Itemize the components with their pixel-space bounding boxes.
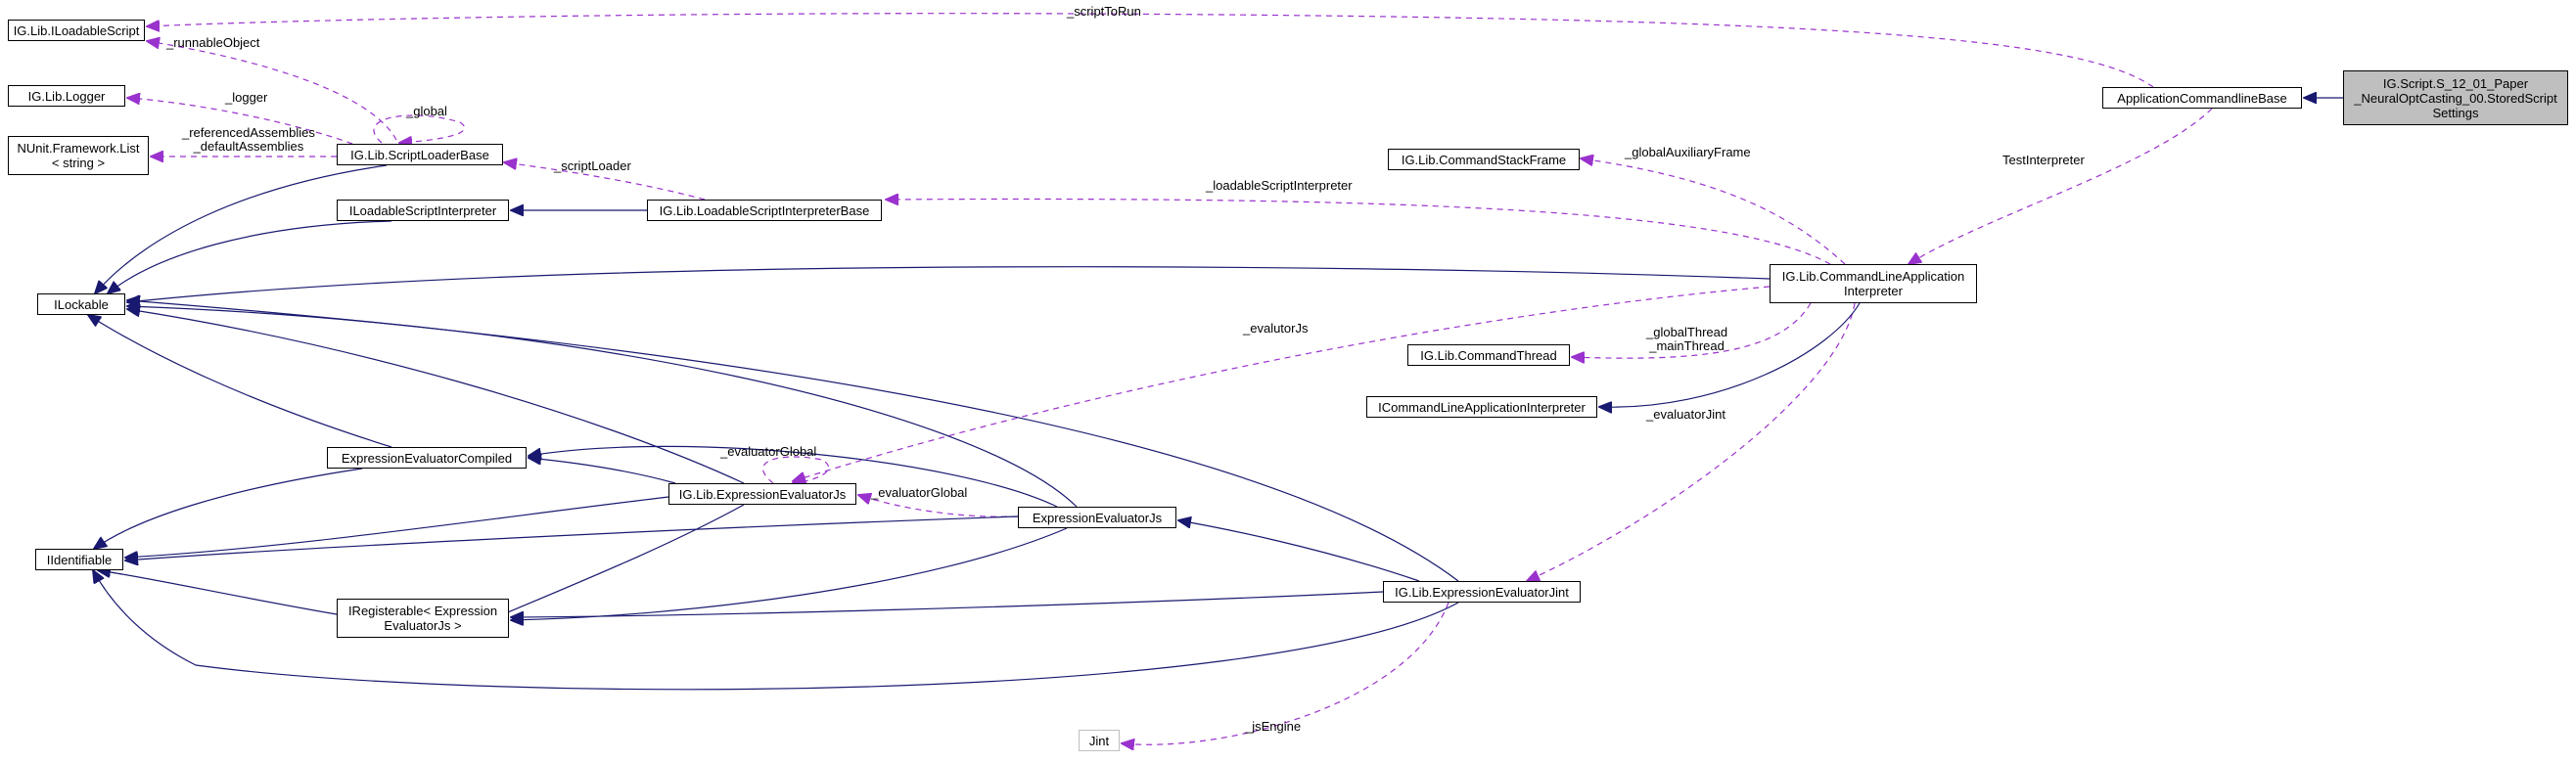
node-applicationcommandlinebase[interactable]: ApplicationCommandlineBase [2102, 87, 2302, 109]
edge-usage-globalauxframe [1581, 158, 1846, 265]
edge-usage-logger [127, 98, 353, 145]
edge-usage-scriptloader [504, 162, 706, 201]
edge-label-jsengine: _jsEngine [1245, 719, 1302, 734]
edge-usage-evalutorjs [793, 286, 1771, 481]
edge-label-scripttorun: _scriptToRun [1067, 4, 1141, 19]
node-commandstackframe[interactable]: IG.Lib.CommandStackFrame [1388, 149, 1580, 170]
node-expressionevaluatorcompiled[interactable]: ExpressionEvaluatorCompiled [327, 447, 527, 469]
node-commandlineapplicationinterpreter[interactable]: IG.Lib.CommandLineApplication Interprete… [1770, 264, 1977, 303]
node-jint[interactable]: Jint [1079, 730, 1120, 751]
edge-inherit-igjs-ilockable [127, 309, 745, 484]
node-iloadablescript[interactable]: IG.Lib.ILoadableScript [8, 20, 145, 41]
edge-inherit-igjs-eec [529, 458, 676, 484]
edge-label-evalutorjs: _evalutorJs [1243, 321, 1309, 336]
edge-label-evaluatorglobal-self: _evaluatorGlobal [720, 444, 817, 459]
edge-inherit-eejs-iidentifiable [125, 515, 1019, 560]
edge-usage-evalglobal-self [762, 456, 830, 483]
node-nunit-list[interactable]: NUnit.Framework.List < string > [8, 136, 149, 175]
edge-inherit-slb-ilockable [95, 164, 388, 293]
edge-label-loadablescriptinterpreter: _loadableScriptInterpreter [1206, 178, 1353, 193]
edge-usage-globalthread [1572, 302, 1812, 358]
edge-label-globalauxiliaryframe: _globalAuxiliaryFrame [1625, 145, 1751, 159]
edge-inherit-eejint-iregisterable [511, 591, 1384, 617]
node-scriptloaderbase[interactable]: IG.Lib.ScriptLoaderBase [337, 144, 503, 165]
edge-label-evaluatorglobal: _evaluatorGlobal [871, 485, 968, 500]
edge-inherit-igjs-iidentifiable [125, 496, 669, 558]
node-storedscriptsettings[interactable]: IG.Script.S_12_01_Paper _NeuralOptCastin… [2343, 70, 2568, 125]
node-logger[interactable]: IG.Lib.Logger [8, 85, 125, 107]
node-ilockable[interactable]: ILockable [37, 293, 125, 315]
edge-inherit-eec-ilockable [88, 315, 392, 448]
edge-inherit-eejs-iregisterable [511, 527, 1068, 620]
edge-usage-global [373, 114, 466, 143]
node-ig-expressionevaluatorjint[interactable]: IG.Lib.ExpressionEvaluatorJint [1383, 581, 1581, 603]
edge-inherit-iregisterable-iidentifiable [98, 570, 338, 615]
edge-inherit-clai-iclai [1599, 302, 1861, 407]
node-ig-expressionevaluatorjs[interactable]: IG.Lib.ExpressionEvaluatorJs [668, 483, 856, 505]
edge-usage-loadableinterp [886, 200, 1831, 265]
edge-inherit-eejs-ilockable [127, 306, 1078, 508]
edge-usage-testinterpreter [1909, 108, 2213, 264]
node-commandthread[interactable]: IG.Lib.CommandThread [1407, 344, 1570, 366]
node-iregisterable[interactable]: IRegisterable< Expression EvaluatorJs > [337, 599, 509, 638]
node-iidentifiable[interactable]: IIdentifiable [35, 549, 123, 570]
edge-usage-evalglobal [858, 495, 1019, 517]
edge-inherit-ilsi-ilockable [108, 220, 392, 293]
edge-label-global: _global [406, 104, 447, 118]
edge-label-scriptloader: _scriptLoader [554, 158, 631, 173]
edge-inherit-eejint-iidentifiable [93, 570, 1459, 691]
edge-usage-scripttorun [147, 13, 2154, 88]
edge-inherit-eejs-eec [529, 445, 1058, 508]
node-expressionevaluatorjs[interactable]: ExpressionEvaluatorJs [1018, 507, 1176, 528]
edge-usage-runnableobject [147, 41, 397, 141]
edge-label-runnableobject: _runnableObject [166, 35, 260, 50]
edge-label-testinterpreter: TestInterpreter [2002, 153, 2085, 167]
edge-inherit-clai-ilockable [127, 266, 1771, 302]
edge-usage-jsengine [1122, 602, 1449, 744]
edge-label-referencedassemblies: _referencedAssemblies _defaultAssemblies [182, 125, 315, 154]
node-icommandlineapplicationinterpreter[interactable]: ICommandLineApplicationInterpreter [1366, 396, 1597, 418]
node-loadablescriptinterpreterbase[interactable]: IG.Lib.LoadableScriptInterpreterBase [647, 200, 882, 221]
edge-label-globalthread: _globalThread _mainThread [1646, 325, 1728, 353]
edge-inherit-eec-iidentifiable [94, 468, 363, 549]
edge-inherit-igjs-iregisterable [489, 504, 745, 620]
edge-inherit-eejint-ilockable [127, 300, 1459, 582]
edge-label-logger: _logger [225, 90, 268, 105]
edge-label-evaluatorjint: _evaluatorJint [1646, 407, 1725, 422]
node-iloadablescriptinterpreter[interactable]: ILoadableScriptInterpreter [337, 200, 509, 221]
edge-inherit-eejint-eejs [1178, 520, 1420, 582]
